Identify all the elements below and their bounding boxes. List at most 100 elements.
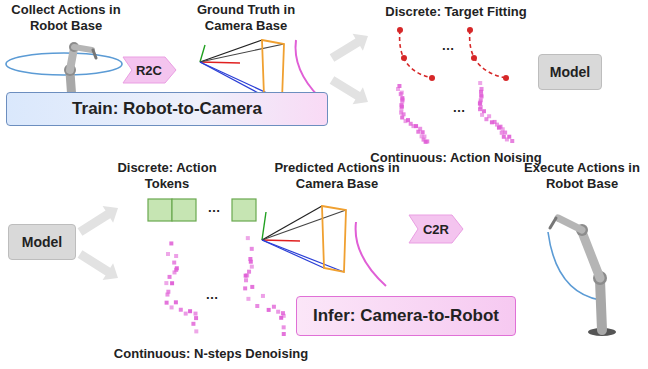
target-points bbox=[397, 27, 509, 81]
chevron-outline bbox=[409, 215, 463, 243]
denoising-actions bbox=[250, 285, 254, 289]
denoising-actions bbox=[166, 252, 170, 256]
trajectory bbox=[548, 232, 600, 300]
denoising-actions bbox=[165, 301, 169, 305]
node-label: C2R bbox=[423, 222, 449, 237]
noisy-actions bbox=[507, 135, 511, 139]
denoising-actions bbox=[250, 265, 254, 269]
action-tokens bbox=[148, 199, 172, 221]
step-label: Predicted Actions in Camera Base bbox=[266, 160, 408, 191]
noisy-actions bbox=[399, 107, 403, 111]
noisy-actions bbox=[414, 124, 418, 128]
denoising-actions bbox=[246, 297, 250, 301]
denoising-actions bbox=[174, 254, 178, 258]
camera-frustum bbox=[262, 210, 346, 240]
denoising-actions bbox=[246, 236, 250, 240]
step-label: Collect Actions in Robot Base bbox=[2, 2, 130, 33]
denoising-actions bbox=[184, 312, 188, 316]
trajectory bbox=[356, 222, 386, 286]
transform-arrow: R2C bbox=[122, 56, 177, 84]
noisy-actions bbox=[478, 102, 482, 106]
denoising-actions bbox=[179, 308, 183, 312]
noisy-actions bbox=[406, 118, 410, 122]
denoising-actions bbox=[261, 294, 265, 298]
action-tokens bbox=[232, 199, 256, 221]
trajectory bbox=[6, 53, 122, 75]
robot-arm bbox=[548, 218, 616, 336]
target-points bbox=[471, 55, 477, 61]
action-tokens bbox=[172, 199, 196, 221]
target-points bbox=[429, 75, 435, 81]
camera-frustum bbox=[262, 240, 344, 272]
denoising-actions bbox=[247, 270, 251, 274]
stage-banner: Infer: Camera-to-Robot bbox=[296, 296, 516, 336]
noisy-actions bbox=[500, 131, 504, 135]
denoising-actions bbox=[282, 314, 286, 318]
denoising-actions bbox=[255, 304, 259, 308]
target-points bbox=[401, 55, 407, 61]
camera-frustum bbox=[200, 62, 240, 63]
node-label: R2C bbox=[136, 63, 162, 78]
camera-frustum bbox=[262, 212, 266, 240]
denoising-actions bbox=[174, 300, 178, 304]
noisy-actions bbox=[479, 94, 483, 98]
noisy-actions bbox=[482, 109, 486, 113]
denoising-actions bbox=[244, 278, 248, 282]
denoising-actions bbox=[172, 261, 176, 265]
camera-frustum bbox=[262, 206, 386, 286]
action-tokens bbox=[148, 199, 256, 221]
noisy-actions bbox=[421, 130, 425, 134]
noisy-actions bbox=[425, 139, 429, 143]
noisy-actions bbox=[510, 139, 514, 143]
denoising-actions bbox=[166, 290, 170, 294]
denoising-actions bbox=[191, 322, 195, 326]
camera-frustum bbox=[200, 40, 320, 100]
denoising-actions bbox=[250, 247, 254, 251]
step-label: Ground Truth in Camera Base bbox=[186, 2, 306, 33]
node-label: Train: Robot-to-Camera bbox=[72, 99, 262, 119]
robot-arm bbox=[582, 232, 600, 278]
target-fitting bbox=[400, 30, 432, 78]
noisy-actions bbox=[422, 135, 426, 139]
noisy-actions bbox=[418, 127, 422, 131]
transform-arrow: C2R bbox=[408, 214, 464, 244]
denoising-actions bbox=[188, 309, 192, 313]
noisy-actions bbox=[478, 101, 482, 105]
ellipsis: … bbox=[198, 287, 226, 303]
camera-frustum bbox=[262, 40, 284, 100]
flow-arrow bbox=[78, 34, 368, 280]
denoising-actions bbox=[172, 270, 176, 274]
target-fitting bbox=[400, 30, 506, 78]
flow-arrow bbox=[78, 250, 118, 280]
ellipsis: … bbox=[436, 38, 460, 54]
node-label: Infer: Camera-to-Robot bbox=[313, 306, 499, 326]
denoising-actions bbox=[276, 310, 280, 314]
method-label: Discrete: Target Fitting bbox=[368, 4, 544, 20]
model-box: Model bbox=[538, 54, 602, 90]
noisy-actions bbox=[399, 103, 403, 107]
robot-arm bbox=[74, 47, 92, 50]
denoising-actions bbox=[164, 236, 285, 336]
denoising-actions bbox=[164, 281, 168, 285]
denoising-actions bbox=[282, 325, 286, 329]
denoising-actions bbox=[168, 275, 172, 279]
ellipsis: … bbox=[447, 100, 471, 116]
robot-arm bbox=[600, 280, 602, 330]
flow-arrow bbox=[78, 206, 118, 236]
node-label: Model bbox=[22, 234, 62, 250]
chevron-outline bbox=[123, 57, 176, 83]
noisy-actions bbox=[397, 84, 401, 88]
denoising-actions bbox=[244, 274, 248, 278]
noisy-actions bbox=[503, 131, 507, 135]
model-box: Model bbox=[8, 224, 76, 260]
camera-frustum bbox=[200, 44, 284, 62]
node-label: Model bbox=[550, 64, 590, 80]
camera-frustum bbox=[262, 206, 322, 240]
denoising-actions bbox=[194, 316, 198, 320]
step-label: Execute Actions in Robot Base bbox=[520, 160, 644, 191]
denoising-actions bbox=[272, 305, 276, 309]
stage-banner: Train: Robot-to-Camera bbox=[6, 92, 328, 126]
noisy-actions bbox=[400, 91, 404, 95]
noisy-actions bbox=[402, 112, 406, 116]
